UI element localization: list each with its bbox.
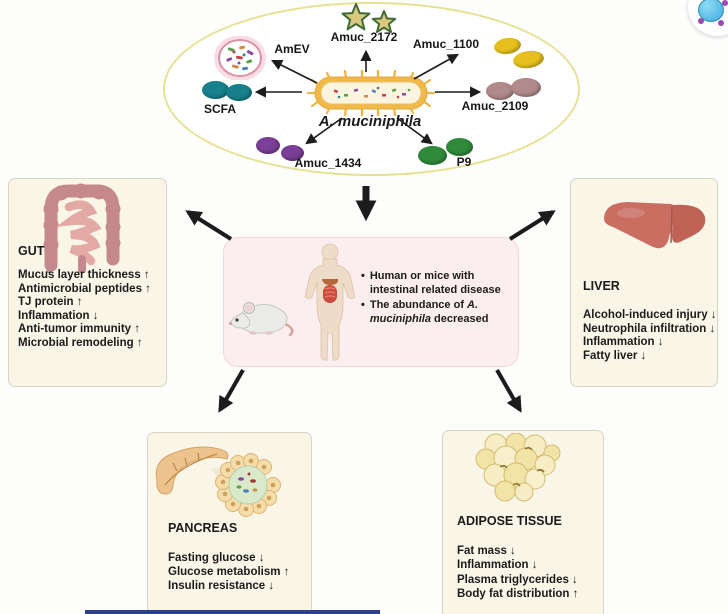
amev-label: AmEV	[274, 42, 310, 56]
arrow-to-adipose	[495, 369, 522, 413]
gut-item-list: Mucus layer thickness ↑ Antimicrobial pe…	[18, 269, 151, 350]
bullet-item: • The abundance of A. muciniphila decrea…	[361, 299, 517, 326]
p9-dot	[446, 138, 473, 156]
center-bullet-list: • Human or mice with intestinal related …	[361, 270, 517, 328]
adipose-icon	[475, 433, 561, 502]
liver-item: Inflammation ↓	[583, 336, 664, 349]
liver-panel: LIVER Alcohol-induced injury ↓ Neutrophi…	[570, 178, 718, 387]
adipose-item: Plasma triglycerides ↓	[457, 573, 578, 586]
scfa-dot	[226, 84, 252, 101]
gut-item: Microbial remodeling ↑	[18, 336, 143, 349]
liver-item: Neutrophila infiltration ↓	[583, 322, 716, 335]
adipose-item: Body fat distribution ↑	[457, 587, 579, 600]
adipose-title: ADIPOSE TISSUE	[457, 514, 562, 528]
liver-title: LIVER	[583, 279, 620, 293]
human-icon	[304, 243, 356, 361]
pancreas-icon	[155, 446, 281, 517]
amuc1434-dot	[281, 145, 304, 161]
p9-label: P9	[456, 155, 472, 169]
liver-item: Alcohol-induced injury ↓	[583, 309, 717, 321]
liver-item: Fatty liver ↓	[583, 349, 647, 362]
pancreas-panel: PANCREAS Fasting glucose ↓ Glucose metab…	[147, 432, 312, 614]
arrow-to-pancreas	[218, 369, 245, 413]
badge-dot-icon	[718, 20, 724, 26]
amuc1434-dot	[256, 137, 280, 154]
center-condition-box: • Human or mice with intestinal related …	[223, 237, 519, 367]
amuc2109-dot	[486, 82, 514, 100]
gut-panel: GUT Mucus layer thickness ↑ Antimicrobia…	[8, 178, 167, 387]
gut-title: GUT	[18, 244, 45, 258]
p9-dot	[418, 146, 447, 165]
badge-dot-icon	[722, 0, 728, 6]
adipose-item-list: Fat mass ↓ Inflammation ↓ Plasma triglyc…	[457, 544, 578, 601]
amuc2109-dot	[511, 78, 541, 97]
adipose-item: Inflammation ↓	[457, 559, 538, 572]
amuc2172-label: Amuc_2172	[330, 30, 398, 44]
amuc1434-label: Amuc_1434	[294, 156, 362, 170]
pancreas-title: PANCREAS	[168, 521, 238, 535]
gut-item: Inflammation ↓	[18, 309, 99, 322]
gut-item: Anti-tumor immunity ↑	[18, 323, 141, 335]
scfa-dot	[202, 81, 229, 99]
pancreas-item: Glucose metabolism ↑	[168, 566, 290, 578]
adipose-panel: ADIPOSE TISSUE Fat mass ↓ Inflammation ↓…	[442, 430, 604, 614]
liver-item-list: Alcohol-induced injury ↓ Neutrophila inf…	[583, 309, 717, 363]
vesicle-icon	[214, 36, 266, 80]
scfa-label: SCFA	[203, 102, 236, 116]
bottom-edge-bar	[85, 610, 380, 614]
liver-icon	[604, 202, 706, 249]
adipose-item: Fat mass ↓	[457, 545, 516, 557]
amuc2109-label: Amuc_2109	[461, 99, 529, 113]
mouse-icon	[229, 302, 294, 337]
intestine-icon	[43, 183, 121, 273]
gut-item: Mucus layer thickness ↑	[18, 269, 150, 281]
arrow-to-gut	[185, 210, 233, 241]
cell-ball-icon	[698, 0, 724, 22]
gut-item: Antimicrobial peptides ↑	[18, 282, 151, 295]
bullet-item: • Human or mice with intestinal related …	[361, 270, 517, 297]
badge-dot-icon	[698, 18, 704, 24]
pancreas-item: Insulin resistance ↓	[168, 580, 275, 592]
bullet-dot: •	[361, 270, 365, 282]
bullet-dot: •	[361, 299, 365, 311]
pancreas-item: Fasting glucose ↓	[168, 552, 265, 564]
bullet-2-text: The abundance of A. muciniphila decrease…	[369, 299, 489, 325]
bullet-1-text: Human or mice with intestinal related di…	[369, 270, 501, 296]
pancreas-item-list: Fasting glucose ↓ Glucose metabolism ↑ I…	[168, 551, 289, 593]
species-italic: A. muciniphila	[369, 299, 479, 325]
bacterium-icon	[306, 70, 436, 116]
bacterium-label: A. muciniphila	[318, 113, 422, 130]
arrow-to-liver	[508, 210, 556, 241]
gut-item: TJ protein ↑	[18, 296, 83, 308]
floating-badge	[688, 0, 728, 36]
stars-icon	[341, 3, 397, 33]
amuc1100-label: Amuc_1100	[412, 37, 480, 51]
